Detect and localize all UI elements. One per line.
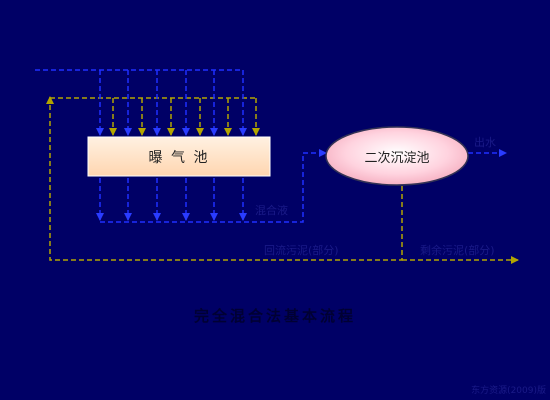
influent-distribution-lines bbox=[96, 70, 247, 136]
mixed-liquor-label: 混合液 bbox=[255, 204, 288, 217]
secondary-clarifier-label: 二次沉淀池 bbox=[364, 150, 430, 166]
footer-credit: 东方资源(2009)版 bbox=[471, 386, 546, 396]
effluent-label: 出水 bbox=[474, 136, 496, 149]
return-sludge-distribution-lines bbox=[109, 98, 260, 136]
aeration-tank-label: 曝 气 池 bbox=[148, 149, 210, 166]
mixed-liquor-collection-lines bbox=[96, 149, 327, 223]
secondary-clarifier bbox=[325, 126, 469, 186]
aeration-tank bbox=[87, 136, 271, 177]
excess-sludge-label: 剩余污泥(部分) bbox=[420, 244, 495, 257]
return-sludge-loop bbox=[46, 96, 519, 264]
return-sludge-label: 回流污泥(部分) bbox=[264, 244, 339, 257]
diagram-title: 完全混合法基本流程 bbox=[193, 307, 356, 325]
